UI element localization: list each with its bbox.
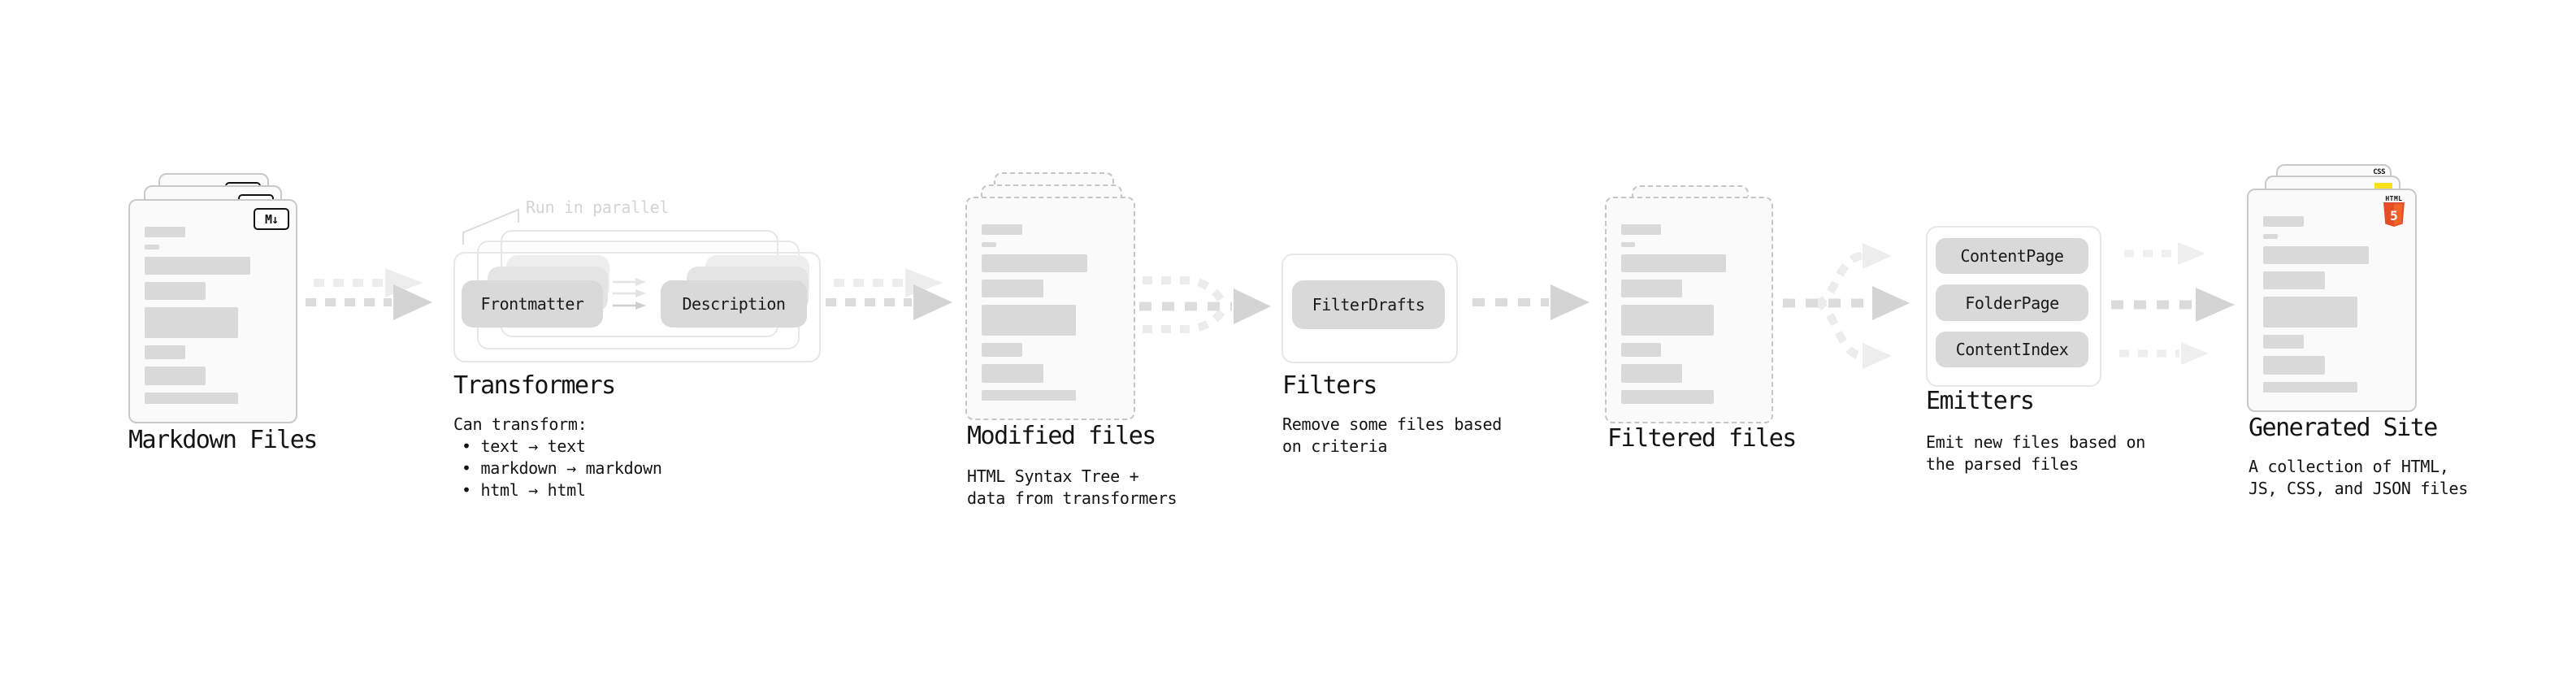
text-placeholder-bar [145,227,185,237]
flow-arrow-filters-to-filtered [1472,284,1589,320]
stage-desc-modified-files: HTML Syntax Tree + data from transformer… [967,466,1177,510]
flow-arrow-emitters-to-generated [2111,242,2235,365]
text-placeholder-bar [1621,224,1662,235]
desc-line: A collection of HTML, [2249,457,2449,476]
modified-file-front [965,197,1135,420]
filtered-file-front [1605,197,1773,423]
desc-line: Emit new files based on [1926,432,2146,452]
desc-heading: Can transform: [453,414,588,434]
filters-container [1281,254,1458,363]
desc-bullet: • text → text [462,436,586,456]
text-placeholder-bar [2263,382,2357,393]
desc-line: JS, CSS, and JSON files [2249,479,2469,498]
text-placeholder-bar [2263,246,2370,264]
stage-title-emitters: Emitters [1926,387,2035,415]
emitters-container [1926,226,2101,387]
file-content-placeholder [145,227,275,404]
desc-line: data from transformers [967,488,1177,508]
stage-title-filtered-files: Filtered files [1607,424,1797,453]
text-placeholder-bar [145,307,239,338]
flow-arrow-transformers-to-modified [826,268,952,320]
html5-icon-label: HTML [2385,195,2403,202]
text-placeholder-bar [145,367,206,385]
file-content-placeholder [2263,216,2394,393]
transformer-container-front [453,252,821,362]
emitter-pill-folderpage: FolderPage [1936,284,2088,321]
stage-desc-transformers: Can transform: • text → text • markdown … [453,414,662,501]
text-placeholder-bar [1621,280,1682,297]
desc-line: on criteria [1282,436,1388,456]
stage-title-modified-files: Modified files [967,422,1156,450]
text-placeholder-bar [2263,335,2304,349]
text-placeholder-bar [1621,390,1715,404]
desc-line: the parsed files [1926,454,2079,474]
stage-title-filters: Filters [1282,371,1377,400]
emitter-pill-contentindex: ContentIndex [1936,332,2088,367]
text-placeholder-bar [2263,356,2325,375]
run-in-parallel-label: Run in parallel [526,197,670,217]
flow-arrow-markdown-to-transformers [306,268,432,320]
svg-text:5: 5 [2390,208,2398,223]
text-placeholder-bar [1621,242,1636,247]
stage-desc-generated-site: A collection of HTML, JS, CSS, and JSON … [2249,456,2468,500]
text-placeholder-bar [145,257,250,275]
text-placeholder-bar [145,345,185,359]
stage-desc-filters: Remove some files based on criteria [1282,414,1502,458]
text-placeholder-bar [1621,305,1715,336]
desc-line: Remove some files based [1282,414,1503,434]
text-placeholder-bar [2263,216,2304,227]
file-content-placeholder [982,224,1112,401]
transformer-pill-frontmatter: Frontmatter [462,280,603,327]
text-placeholder-bar [1621,343,1662,357]
stage-title-markdown-files: Markdown Files [128,426,318,454]
emitter-pill-contentpage: ContentPage [1936,238,2088,274]
text-placeholder-bar [982,390,1076,401]
file-content-placeholder [1621,224,1750,404]
html5-icon: HTML 5 [2383,195,2405,230]
markdown-file-front: M↓ [128,199,297,423]
generated-file-html: HTML 5 [2247,189,2417,412]
stage-title-generated-site: Generated Site [2249,414,2438,442]
desc-bullet: • html → html [462,480,586,500]
desc-bullet: • markdown → markdown [462,458,662,478]
text-placeholder-bar [145,282,206,300]
text-placeholder-bar [982,280,1043,297]
transformer-pill-description: Description [661,280,807,327]
html5-shield-icon: 5 [2383,202,2405,227]
run-in-parallel-connector [462,209,519,245]
flow-arrow-modified-to-filters [1139,276,1271,333]
text-placeholder-bar [145,245,159,249]
desc-line: HTML Syntax Tree + [967,466,1139,486]
text-placeholder-bar [982,224,1022,235]
text-placeholder-bar [2263,234,2278,239]
text-placeholder-bar [982,364,1043,383]
flow-arrow-filtered-to-emitters [1783,243,1910,369]
text-placeholder-bar [145,393,239,404]
text-placeholder-bar [982,242,996,247]
transform-step-arrows-icon [613,278,646,310]
filter-pill-filterdrafts: FilterDrafts [1292,280,1445,329]
text-placeholder-bar [1621,364,1682,383]
stage-desc-emitters: Emit new files based on the parsed files [1926,432,2145,475]
text-placeholder-bar [982,343,1022,357]
text-placeholder-bar [2263,271,2325,289]
text-placeholder-bar [982,254,1088,272]
text-placeholder-bar [2263,297,2357,327]
text-placeholder-bar [982,305,1076,336]
stage-title-transformers: Transformers [453,371,616,400]
text-placeholder-bar [1621,254,1726,272]
markdown-icon: M↓ [254,208,289,230]
